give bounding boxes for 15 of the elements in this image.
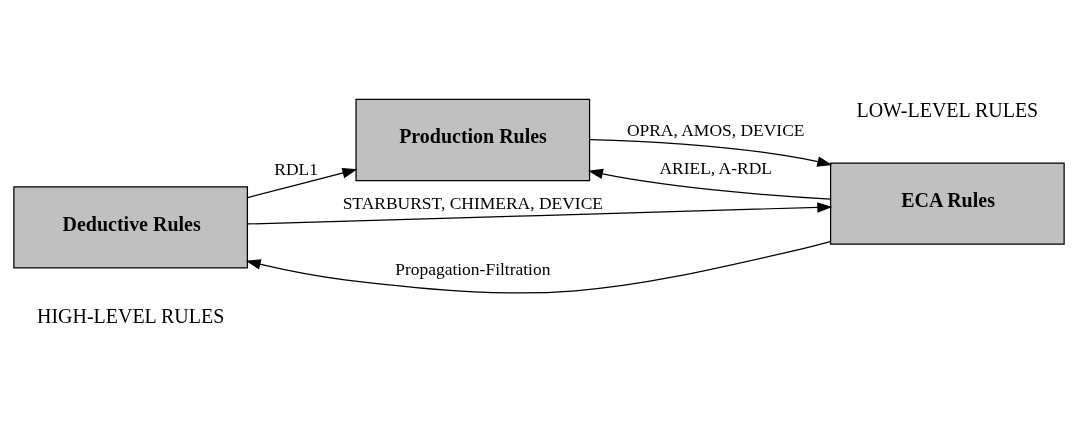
node-box: Deductive Rules	[13, 186, 249, 269]
edge-label: STARBURST, CHIMERA, DEVICE	[342, 192, 603, 213]
arrow	[245, 241, 831, 294]
edge-label: ARIEL, A-RDL	[659, 157, 772, 178]
edge-label: OPRA, AMOS, DEVICE	[626, 120, 805, 141]
edge-label: Propagation-Filtration	[395, 259, 551, 280]
arrow	[589, 138, 833, 167]
label: LOW-LEVEL RULES	[856, 99, 1039, 122]
label: HIGH-LEVEL RULES	[37, 305, 225, 328]
arrow	[247, 202, 833, 225]
node-box: Production Rules	[355, 98, 591, 182]
arrow	[588, 168, 832, 200]
arrow	[247, 168, 358, 199]
edge-label: RDL1	[274, 159, 318, 180]
node-box: ECA Rules	[829, 162, 1065, 245]
